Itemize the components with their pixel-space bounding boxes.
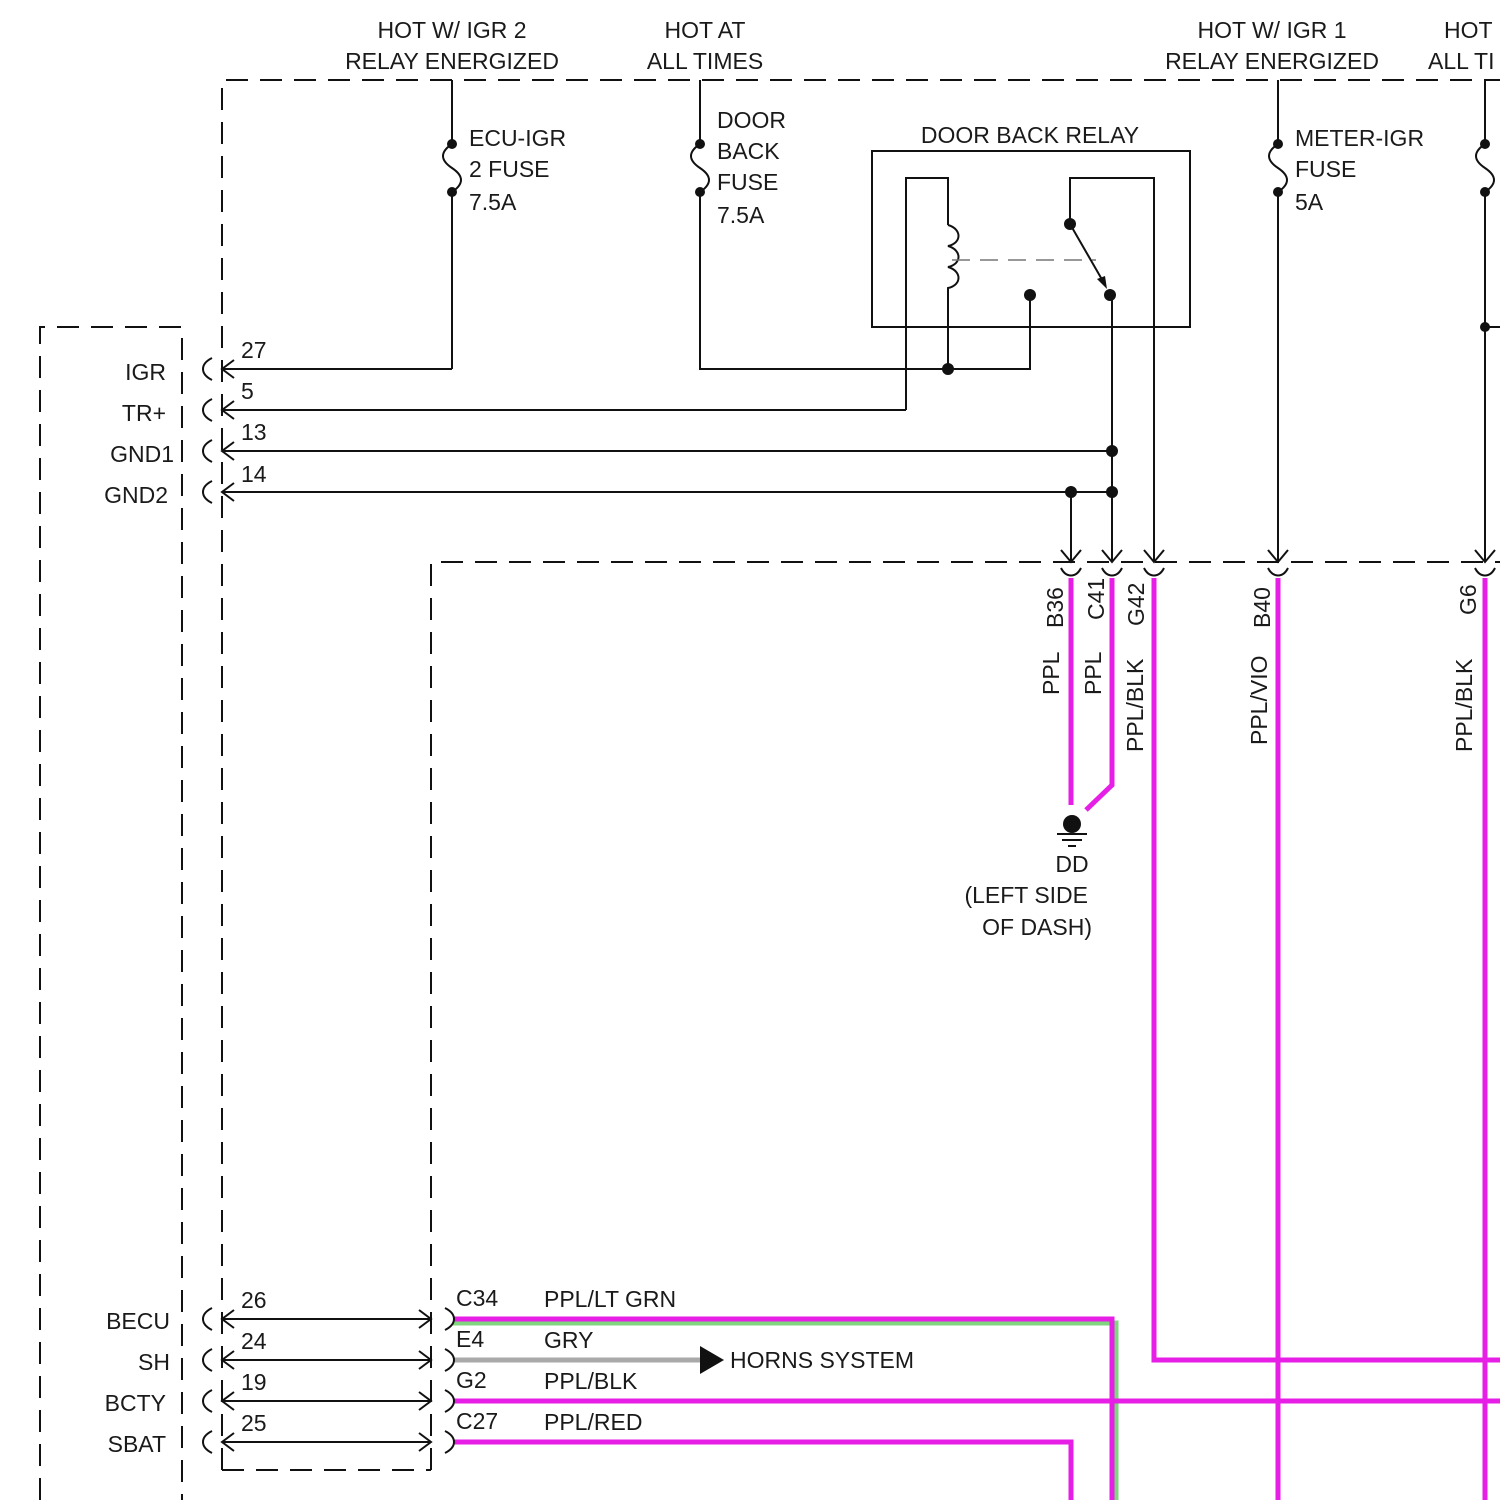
conn-b40: B40: [1249, 587, 1275, 628]
relay-title: DOOR BACK RELAY: [921, 122, 1139, 148]
pin-name-bcty: BCTY: [105, 1390, 166, 1416]
fuse-door-back-name1: DOOR: [717, 107, 786, 133]
fuse-ecu-igr: ECU-IGR 2 FUSE 7.5A: [443, 80, 566, 369]
wire-label-b36: PPL: [1038, 651, 1064, 695]
pin-num-19: 19: [241, 1369, 267, 1395]
harness-wires: [453, 578, 1500, 1500]
fuse-ecu-igr-rating: 7.5A: [469, 189, 517, 215]
horns-reference: HORNS SYSTEM: [700, 1346, 914, 1374]
conn-e4: E4: [456, 1326, 484, 1352]
pin-num-13: 13: [241, 419, 267, 445]
supply-igr2-line1: HOT W/ IGR 2: [377, 17, 526, 43]
fuse-meter-igr-rating: 5A: [1295, 189, 1324, 215]
supply-always-line2: ALL TIMES: [647, 48, 763, 74]
relay-coil-icon: [948, 225, 959, 369]
conn-c41: C41: [1083, 578, 1109, 620]
ground-dd: DD (LEFT SIDE OF DASH): [964, 815, 1092, 940]
fuse-door-back-name2: BACK: [717, 138, 780, 164]
wire-label-c41: PPL: [1080, 651, 1106, 695]
pin-num-14: 14: [241, 461, 267, 487]
fuse-meter-igr-name: METER-IGR: [1295, 125, 1424, 151]
wire-c27-pplred: [453, 1442, 1071, 1500]
supply-igr2-line2: RELAY ENERGIZED: [345, 48, 559, 74]
supply-igr1-line1: HOT W/ IGR 1: [1197, 17, 1346, 43]
pin-num-26: 26: [241, 1287, 267, 1313]
conn-g2: G2: [456, 1367, 487, 1393]
conn-b36: B36: [1042, 587, 1068, 628]
wire-g42-pplblk: [1154, 578, 1500, 1360]
wire-label-c34: PPL/LT GRN: [544, 1286, 676, 1312]
relay-switch-arm: [1070, 224, 1104, 283]
supply-labels: HOT W/ IGR 2 RELAY ENERGIZED HOT AT ALL …: [345, 17, 1494, 74]
conn-c34: C34: [456, 1285, 498, 1311]
fuse-door-back-rating: 7.5A: [717, 202, 765, 228]
conn-c27: C27: [456, 1408, 498, 1434]
fuse-ecu-igr-name2: 2 FUSE: [469, 156, 550, 182]
wire-label-c27: PPL/RED: [544, 1409, 642, 1435]
supply-always-clipped-line1: HOT: [1444, 17, 1493, 43]
fuse-ecu-igr-name: ECU-IGR: [469, 125, 566, 151]
fuse-meter-igr: METER-IGR FUSE 5A: [1269, 80, 1424, 562]
supply-always-line1: HOT AT: [665, 17, 746, 43]
wire-label-g42: PPL/BLK: [1122, 658, 1148, 752]
junction-block-boundary: [222, 80, 1500, 1470]
pin-name-trplus: TR+: [122, 400, 166, 426]
conn-g6: G6: [1455, 584, 1481, 615]
ground-id: DD: [1055, 851, 1088, 877]
conn-g42: G42: [1123, 583, 1149, 626]
pin-num-5: 5: [241, 378, 254, 404]
module-pins-top: IGR TR+ GND1 GND2 27 5 13 14: [104, 337, 1118, 562]
ground-location-2: OF DASH): [982, 914, 1092, 940]
horns-system-label: HORNS SYSTEM: [730, 1347, 914, 1373]
wire-label-g6: PPL/BLK: [1451, 658, 1477, 752]
arrow-right-icon: [700, 1346, 724, 1374]
pin-num-25: 25: [241, 1410, 267, 1436]
harness-connectors: B36 C41 G42 B40 G6 PPL PPL PPL/BLK PPL/V…: [1038, 550, 1495, 752]
ground-icon: [1063, 815, 1081, 833]
pin-name-gnd2: GND2: [104, 482, 168, 508]
pin-name-igr: IGR: [125, 359, 166, 385]
pin-name-gnd1: GND1: [110, 441, 174, 467]
relay-coil-wire: [906, 178, 948, 410]
wire-label-g2: PPL/BLK: [544, 1368, 638, 1394]
pin-num-24: 24: [241, 1328, 267, 1354]
module-pins-bottom: BECU SH BCTY SBAT 26 24 19 25 C34 E4 G2 …: [105, 1285, 676, 1457]
fuse-meter-igr-name2: FUSE: [1295, 156, 1356, 182]
wire-label-e4: GRY: [544, 1327, 593, 1353]
pin-name-sbat: SBAT: [108, 1431, 166, 1457]
pin-name-becu: BECU: [106, 1308, 170, 1334]
supply-igr1-line2: RELAY ENERGIZED: [1165, 48, 1379, 74]
fuse-door-back-name3: FUSE: [717, 169, 778, 195]
wire-label-b40: PPL/VIO: [1246, 656, 1272, 745]
fuse-clipped-right: [1476, 80, 1500, 562]
ground-location-1: (LEFT SIDE: [964, 882, 1088, 908]
pin-name-sh: SH: [138, 1349, 170, 1375]
supply-always-clipped-line2: ALL TI: [1428, 48, 1494, 74]
pin-num-27: 27: [241, 337, 267, 363]
